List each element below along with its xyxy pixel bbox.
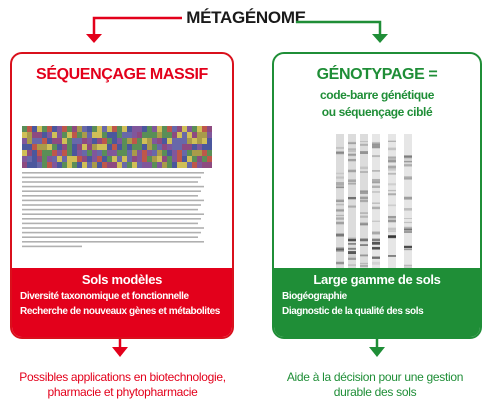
footer-line: Diagnostic de la qualité des sols	[282, 306, 424, 317]
green-arrow-down-icon	[372, 34, 388, 43]
outcome-line: durable des sols	[333, 385, 417, 399]
decision-support-text: Aide à la décision pour une gestion dura…	[258, 370, 492, 400]
outcome-line: pharmacie et phytopharmacie	[47, 385, 198, 399]
soil-range-footer: Large gamme de sols Biogéographie Diagno…	[274, 268, 480, 337]
green-branch-line	[296, 20, 382, 34]
outcome-line: Aide à la décision pour une gestion	[286, 370, 464, 384]
sequence-text-image	[22, 172, 204, 248]
genotyping-subtitle-line: code-barre génétique	[319, 88, 435, 102]
gel-electrophoresis-image	[336, 134, 412, 277]
red-branch-line	[92, 16, 182, 34]
biotech-applications-text: Possibles applications en biotechnologie…	[0, 370, 245, 400]
model-soils-footer: Sols modèles Diversité taxonomique et fo…	[12, 268, 232, 337]
sequencing-read-image	[22, 126, 212, 168]
footer-line: Diversité taxonomique et fonctionnelle	[20, 291, 189, 302]
footer-line: Recherche de nouveaux gènes et métabolit…	[20, 306, 220, 317]
genotyping-card: GÉNOTYPAGE = code-barre génétique ou séq…	[272, 52, 482, 339]
diagram-title: MÉTAGÉNOME	[186, 8, 306, 27]
massive-sequencing-title: SÉQUENÇAGE MASSIF	[36, 66, 208, 83]
genotyping-subtitle-line: ou séquençage ciblé	[321, 105, 433, 119]
soil-range-title: Large gamme de sols	[313, 272, 441, 287]
green-bottom-arrow-icon	[369, 347, 385, 357]
footer-line: Biogéographie	[282, 291, 347, 302]
model-soils-title: Sols modèles	[81, 272, 163, 287]
massive-sequencing-card: SÉQUENÇAGE MASSIF Sols modèles Diversité…	[10, 52, 234, 339]
red-arrow-down-icon	[86, 34, 102, 43]
red-bottom-arrow-icon	[112, 347, 128, 357]
genotyping-title: GÉNOTYPAGE =	[316, 66, 438, 83]
outcome-line: Possibles applications en biotechnologie…	[19, 370, 226, 384]
